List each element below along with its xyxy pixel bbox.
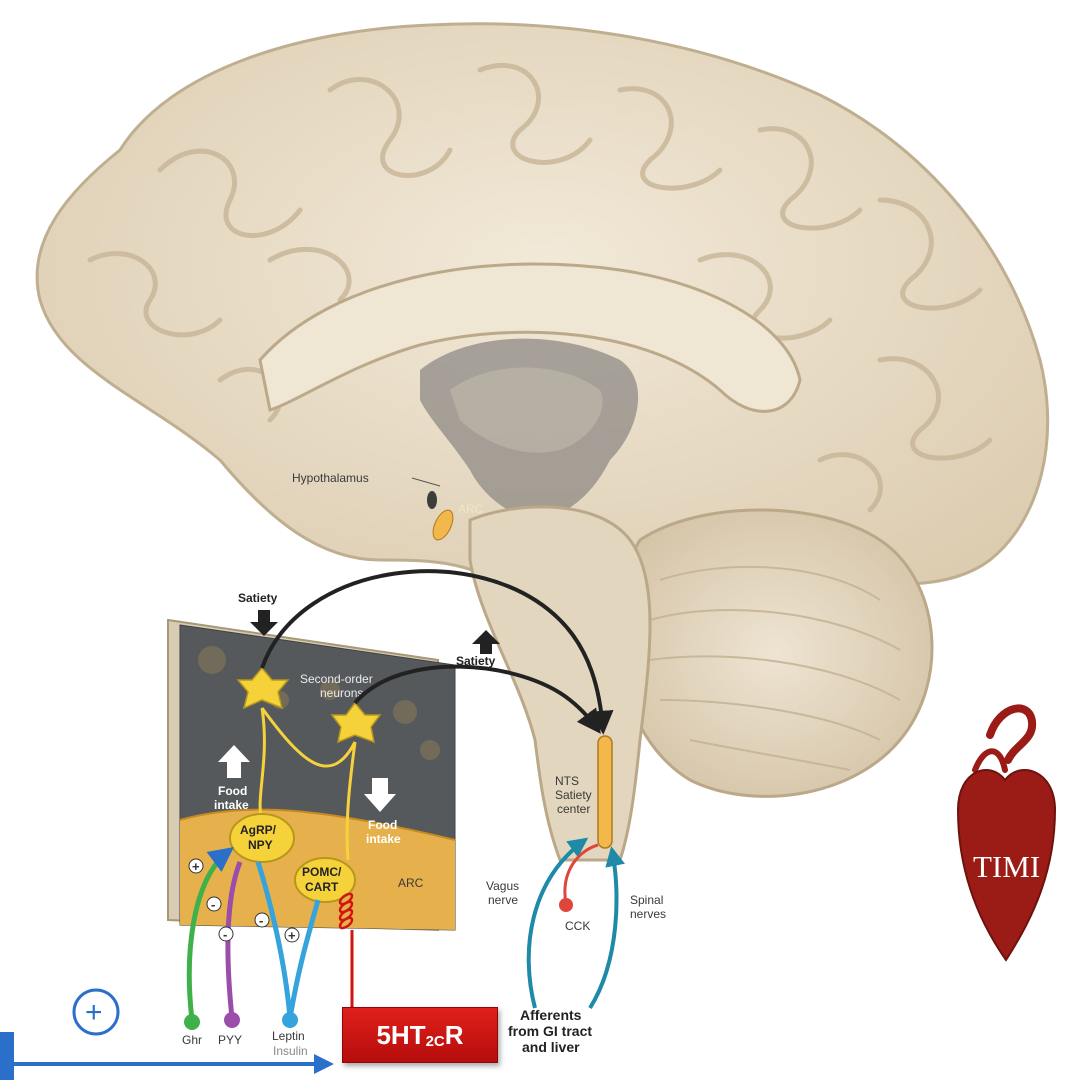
svg-text:-: - xyxy=(223,927,227,942)
food-intake-down-label-1: Food xyxy=(368,818,397,832)
pyy-label: PYY xyxy=(218,1033,242,1047)
spinal-label-2: nerves xyxy=(630,907,666,921)
receptor-subscript: 2C xyxy=(426,1033,445,1050)
satiety-label-top: Satiety xyxy=(238,591,278,605)
pomc-label-1: POMC/ xyxy=(302,865,342,879)
afferents-label-2: from GI tract xyxy=(508,1023,592,1039)
plus-circle-icon: + xyxy=(74,990,118,1034)
food-intake-up-label-2: intake xyxy=(214,798,249,812)
ghr-label: Ghr xyxy=(182,1033,202,1047)
svg-text:+: + xyxy=(192,859,200,874)
satiety-center-label-1: Satiety xyxy=(555,788,592,802)
cerebellum xyxy=(618,510,932,796)
cck-label: CCK xyxy=(565,919,590,933)
svg-text:+: + xyxy=(85,996,103,1029)
receptor-end-text: R xyxy=(445,1020,464,1051)
food-intake-up-label-1: Food xyxy=(218,784,247,798)
vagus-label-1: Vagus xyxy=(486,879,519,893)
nts-label: NTS xyxy=(555,774,579,788)
agrp-label-2: NPY xyxy=(248,838,273,852)
nts-satiety-center xyxy=(598,736,612,848)
arc-label-brain: ARC xyxy=(458,502,484,516)
slide-edge-tab xyxy=(0,1032,14,1080)
spinal-label-1: Spinal xyxy=(630,893,663,907)
timi-logo: TIMI xyxy=(958,708,1055,960)
hypothalamus-label: Hypothalamus xyxy=(292,471,369,485)
second-order-label-2: neurons xyxy=(320,686,363,700)
second-order-label-1: Second-order xyxy=(300,672,373,686)
afferents-label-1: Afferents xyxy=(520,1007,582,1023)
svg-text:-: - xyxy=(259,913,263,928)
afferents-label-3: and liver xyxy=(522,1039,580,1055)
leptin-label: Leptin xyxy=(272,1029,305,1043)
svg-text:+: + xyxy=(288,928,296,943)
svg-text:TIMI: TIMI xyxy=(973,849,1040,884)
satiety-center-label-2: center xyxy=(557,802,590,816)
svg-text:-: - xyxy=(211,897,215,912)
vagus-label-2: nerve xyxy=(488,893,518,907)
agrp-label-1: AgRP/ xyxy=(240,823,277,837)
food-intake-down-label-2: intake xyxy=(366,832,401,846)
arc-label-panel: ARC xyxy=(398,876,424,890)
receptor-main-text: 5HT xyxy=(376,1020,425,1051)
spinal-nerve-pathway xyxy=(590,850,617,1008)
insulin-label: Insulin xyxy=(273,1044,308,1058)
pomc-label-2: CART xyxy=(305,880,339,894)
